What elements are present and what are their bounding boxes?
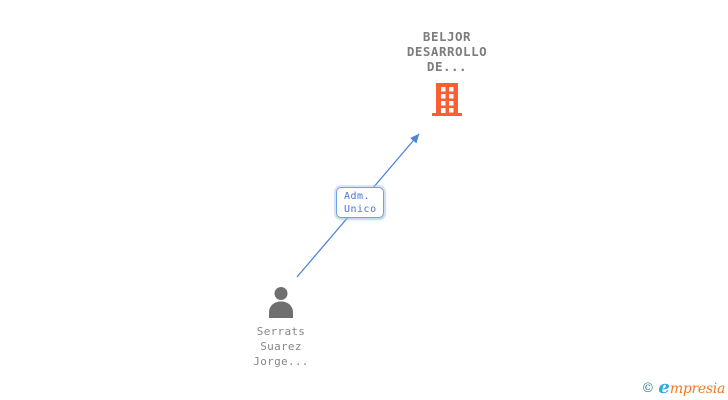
company-node[interactable]: BELJOR DESARROLLO DE... [377,29,517,116]
relationship-label-line: Adm. [344,191,371,202]
person-name-line: Jorge... [253,355,309,368]
person-name-line: Suarez [260,340,302,353]
relationship-label: Adm. Unico [336,187,384,218]
person-name-line: Serrats [256,325,306,338]
person-icon [269,287,293,318]
brand-text: mpresia [669,381,725,397]
brand-initial: e [658,377,670,398]
company-name-line: BELJOR [422,29,472,44]
company-name-line: DE... [426,59,468,74]
relationship-label-line: Unico [344,203,377,215]
company-name-line: DESARROLLO [406,44,488,59]
empresia-logo[interactable]: ©empresia [641,377,725,398]
person-node[interactable]: Serrats Suarez Jorge... [221,286,341,369]
copyright-icon: © [641,381,655,396]
building-icon [432,83,462,116]
